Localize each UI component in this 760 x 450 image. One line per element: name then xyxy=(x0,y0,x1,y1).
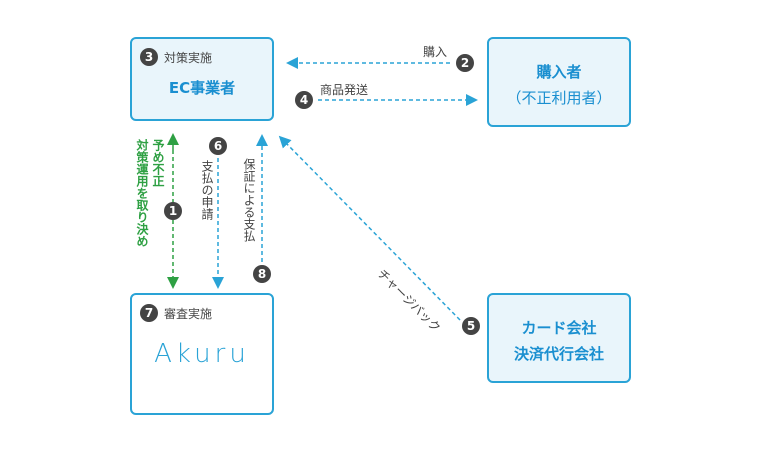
akuru-logo: Akuru xyxy=(154,339,250,369)
buyer-title: 購入者 xyxy=(536,63,582,81)
ec-title: EC事業者 xyxy=(168,79,236,97)
card-title-line2: 決済代行会社 xyxy=(513,345,604,363)
card-company-box: カード会社 決済代行会社 xyxy=(487,293,631,383)
chargeback-arrow xyxy=(278,135,461,321)
akuru-box: 7 審査実施 Akuru xyxy=(130,293,274,415)
prearrange-label-line2: 対策運用を取り決め xyxy=(135,139,149,247)
step-1-badge: 1 xyxy=(164,202,182,220)
prearrange-label-line1: 予め不正 xyxy=(151,139,165,187)
step-8-badge: 8 xyxy=(253,265,271,283)
payment-request-label: 支払の申請 xyxy=(200,160,214,220)
guaranteed-payment-label: 保証による支払 xyxy=(242,158,256,242)
purchase-label: 購入 xyxy=(423,45,448,59)
shipping-label: 商品発送 xyxy=(320,83,369,97)
card-title-line1: カード会社 xyxy=(521,319,597,337)
buyer-subtitle: （不正利用者） xyxy=(506,89,612,107)
akuru-caption: 審査実施 xyxy=(164,307,213,321)
buyer-box: 購入者 （不正利用者） xyxy=(487,37,631,127)
step-7-badge: 7 xyxy=(140,304,158,322)
step-6-badge: 6 xyxy=(209,137,227,155)
ec-operator-box: 3 対策実施 EC事業者 xyxy=(130,37,274,121)
step-3-badge: 3 xyxy=(140,48,158,66)
step-2-badge: 2 xyxy=(456,54,474,72)
step-4-badge: 4 xyxy=(295,91,313,109)
step-5-badge: 5 xyxy=(462,317,480,335)
ec-caption: 対策実施 xyxy=(164,51,213,65)
